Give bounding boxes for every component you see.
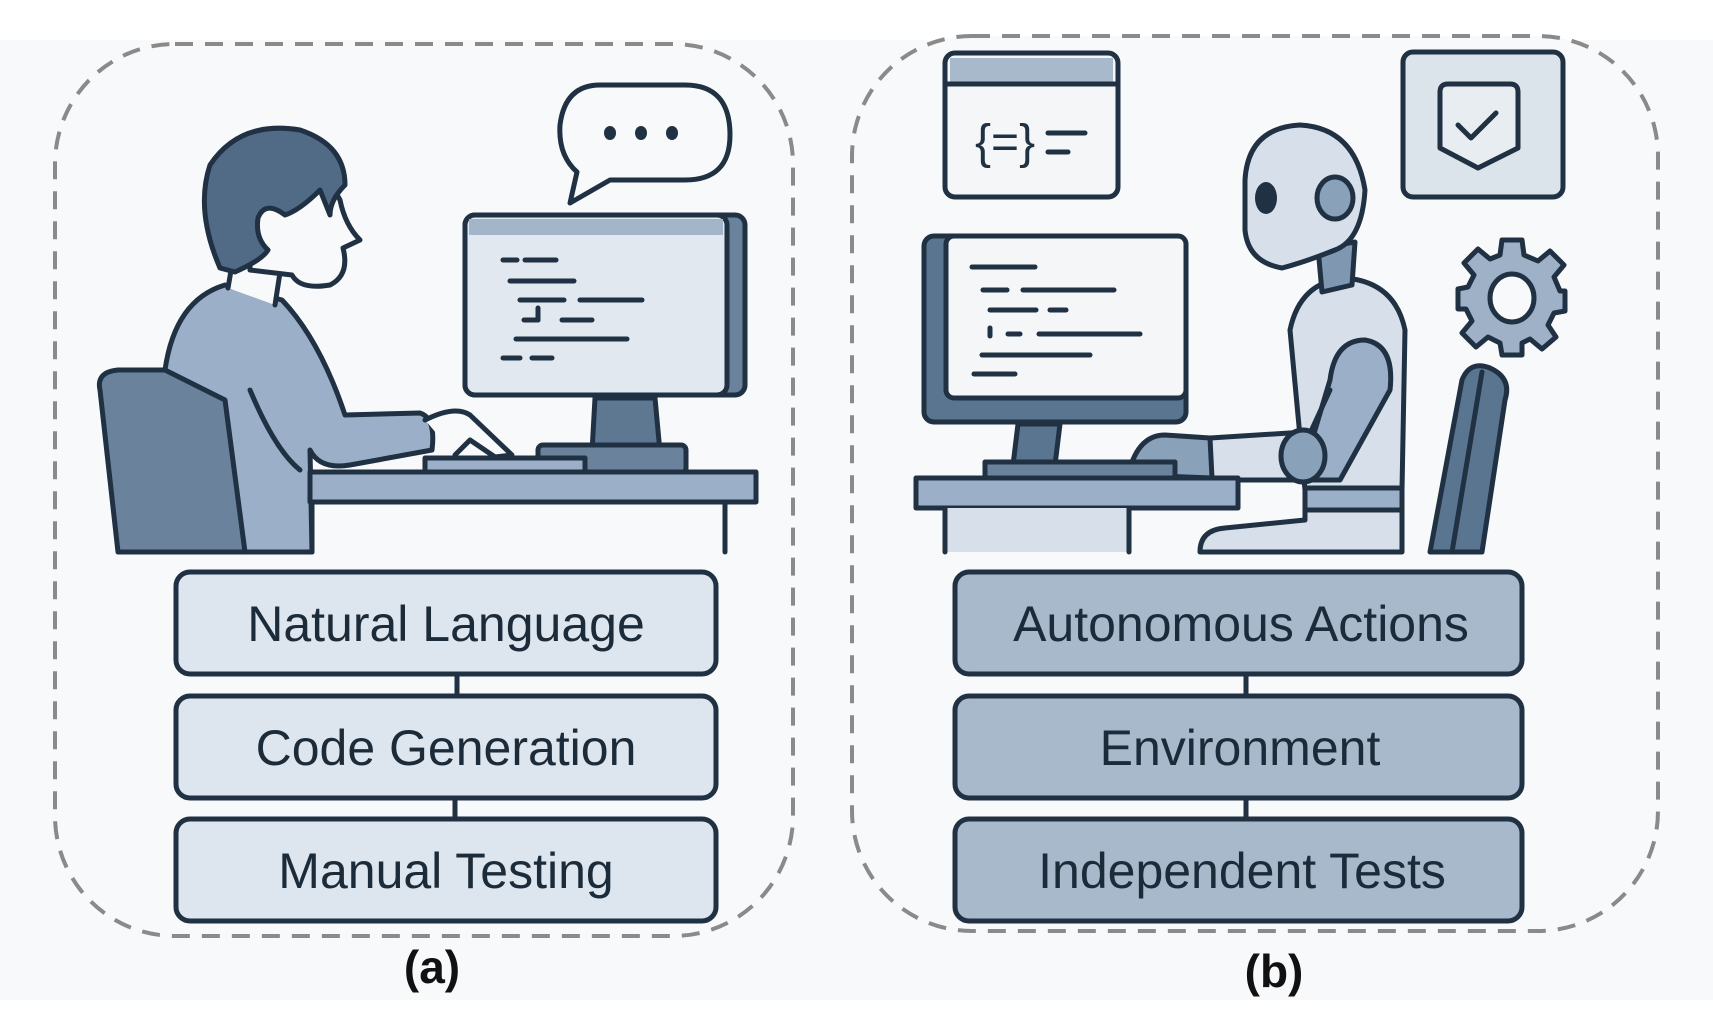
monitor-a-titlebar <box>469 219 723 235</box>
monitor-b-stand <box>1010 421 1063 468</box>
stack-box-environment: Environment <box>952 693 1525 801</box>
ellipsis-icon <box>604 126 678 140</box>
stack-box-independent-tests: Independent Tests <box>952 816 1525 924</box>
stack-box-code-generation: Code Generation <box>173 693 719 801</box>
code-lines-b <box>969 264 1143 377</box>
robot-leg <box>1197 507 1405 555</box>
code-window-icon: {=} <box>942 50 1121 200</box>
caption-a: (a) <box>404 941 460 993</box>
speech-bubble-icon <box>557 82 733 206</box>
stack-label: Manual Testing <box>278 843 613 899</box>
panel-b-stack: Autonomous Actions Environment Independe… <box>952 569 1525 924</box>
person-torso <box>162 282 436 555</box>
hair <box>201 125 348 275</box>
monitor-a-screen <box>462 212 730 398</box>
caption-b: (b) <box>1245 945 1304 997</box>
desk-b <box>913 475 1241 511</box>
panel-a-stack: Natural Language Code Generation Manual … <box>173 569 719 924</box>
stack-label: Natural Language <box>247 596 645 652</box>
robot-eye-left <box>1255 182 1277 214</box>
human-developer-illustration <box>96 82 759 555</box>
robot-eye-right <box>1314 174 1356 222</box>
stack-label: Autonomous Actions <box>1013 596 1469 652</box>
shield-check-icon <box>1400 49 1566 200</box>
braces-glyph: {=} <box>975 116 1035 169</box>
panel-a: Natural Language Code Generation Manual … <box>53 42 795 993</box>
code-lines-a <box>500 257 645 361</box>
robot-head <box>1242 122 1368 271</box>
stack-box-autonomous-actions: Autonomous Actions <box>952 569 1525 677</box>
chair-b-line <box>1449 369 1485 555</box>
robot-agent-illustration: {=} <box>913 49 1568 555</box>
robot-waist <box>1302 485 1405 513</box>
desk-a <box>307 469 759 505</box>
stack-label: Code Generation <box>256 720 637 776</box>
arm-line <box>247 387 303 473</box>
stack-label: Independent Tests <box>1038 843 1446 899</box>
robot-elbow <box>1278 427 1328 485</box>
stack-label: Environment <box>1100 720 1381 776</box>
panel-b: {=} <box>850 34 1660 997</box>
stack-box-manual-testing: Manual Testing <box>173 816 719 924</box>
desk-b-cabinet <box>945 508 1129 552</box>
gear-icon <box>1455 237 1568 358</box>
stack-box-natural-language: Natural Language <box>173 569 719 677</box>
